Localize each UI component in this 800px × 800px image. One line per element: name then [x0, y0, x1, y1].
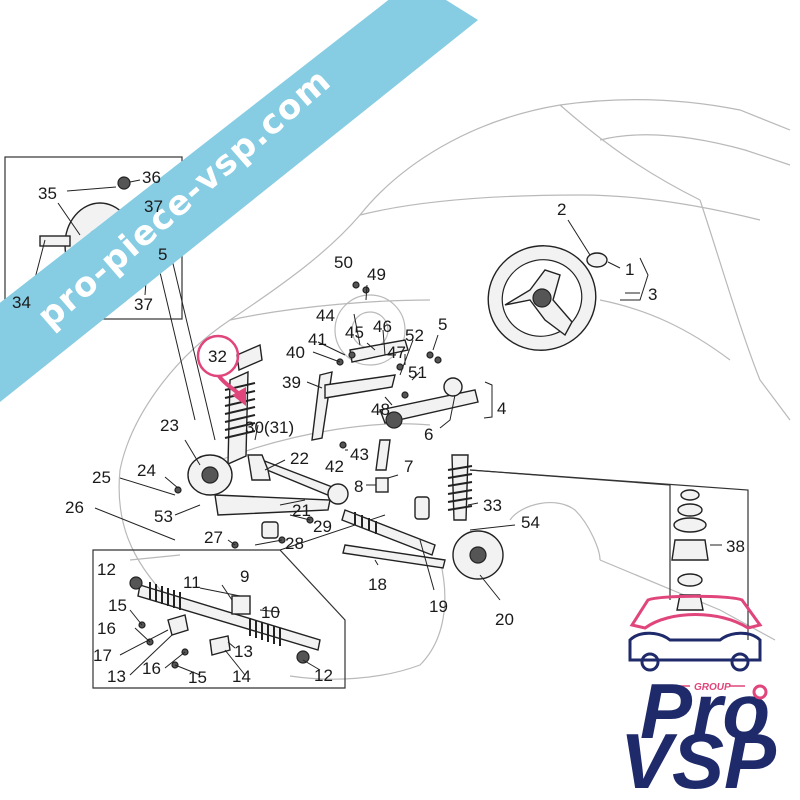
label-47: 47 [387, 343, 406, 362]
label-38: 38 [726, 537, 745, 556]
label-3: 3 [648, 285, 657, 304]
label-16b: 16 [142, 659, 161, 678]
car-body-outline [118, 98, 791, 680]
label-16a: 16 [97, 619, 116, 638]
label-46: 46 [373, 317, 392, 336]
callout-arrowhead [232, 387, 246, 406]
label-13b: 13 [234, 642, 253, 661]
label-10: 10 [261, 603, 280, 622]
logo-vsp-text: VSP [620, 717, 777, 800]
label-44: 44 [316, 306, 335, 325]
logo-car-wheel-right [730, 652, 750, 672]
right-suspension-group [341, 454, 516, 601]
label-30: 30(31) [245, 418, 294, 437]
label-13a: 13 [107, 667, 126, 686]
label-45: 45 [345, 323, 364, 342]
label-20: 20 [495, 610, 514, 629]
label-42: 42 [325, 457, 344, 476]
label-40: 40 [286, 343, 305, 362]
label-19: 19 [429, 597, 448, 616]
label-14: 14 [232, 667, 251, 686]
label-50: 50 [334, 253, 353, 272]
label-35: 35 [38, 184, 57, 203]
label-36: 36 [142, 168, 161, 187]
label-37b: 37 [134, 295, 153, 314]
label-28: 28 [285, 534, 304, 553]
part-labels: 1 2 3 4 5 5 6 7 8 9 10 11 12 12 13 13 14… [12, 168, 745, 687]
label-33: 33 [483, 496, 502, 515]
label-15b: 15 [188, 668, 207, 687]
steering-rack-inset [92, 514, 386, 689]
label-5b: 5 [158, 245, 167, 264]
callout-label: 32 [208, 347, 227, 366]
label-24: 24 [137, 461, 156, 480]
label-23: 23 [160, 416, 179, 435]
label-29: 29 [313, 517, 332, 536]
label-54: 54 [521, 513, 540, 532]
logo-pro-text: Pro [640, 667, 770, 755]
provsp-logo: GROUP Pro VSP [620, 594, 777, 800]
label-17: 17 [93, 646, 112, 665]
label-9: 9 [240, 567, 249, 586]
label-53: 53 [154, 507, 173, 526]
label-2: 2 [557, 200, 566, 219]
label-43: 43 [350, 445, 369, 464]
label-21: 21 [292, 501, 311, 520]
label-49: 49 [367, 265, 386, 284]
logo-car-wheel-left [640, 652, 660, 672]
label-26: 26 [65, 498, 84, 517]
label-11: 11 [183, 573, 201, 592]
label-6: 6 [424, 425, 433, 444]
label-1: 1 [625, 260, 634, 279]
label-18: 18 [368, 575, 387, 594]
label-8: 8 [354, 477, 363, 496]
label-52: 52 [405, 326, 424, 345]
label-25: 25 [92, 468, 111, 487]
label-7: 7 [404, 457, 413, 476]
label-4: 4 [497, 399, 506, 418]
callout-32: 32 [196, 334, 246, 406]
label-34: 34 [12, 293, 31, 312]
label-41: 41 [308, 330, 327, 349]
label-15a: 15 [108, 596, 127, 615]
label-48: 48 [371, 400, 390, 419]
steering-wheel-group [487, 219, 649, 351]
label-12a: 12 [97, 560, 116, 579]
label-5: 5 [438, 315, 447, 334]
label-39: 39 [282, 373, 301, 392]
steering-column-group [306, 281, 493, 493]
label-12b: 12 [314, 666, 333, 685]
label-51: 51 [408, 363, 427, 382]
banner-text: pro-piece-vsp.com [30, 61, 339, 337]
label-27: 27 [204, 528, 223, 547]
logo-accent-dot [752, 684, 768, 700]
label-37a: 37 [144, 197, 163, 216]
logo-group-text: GROUP [694, 682, 731, 693]
callout-circle [196, 334, 240, 378]
logo-car-base [628, 631, 762, 662]
logo-car-outline [629, 594, 763, 630]
label-22: 22 [290, 449, 309, 468]
